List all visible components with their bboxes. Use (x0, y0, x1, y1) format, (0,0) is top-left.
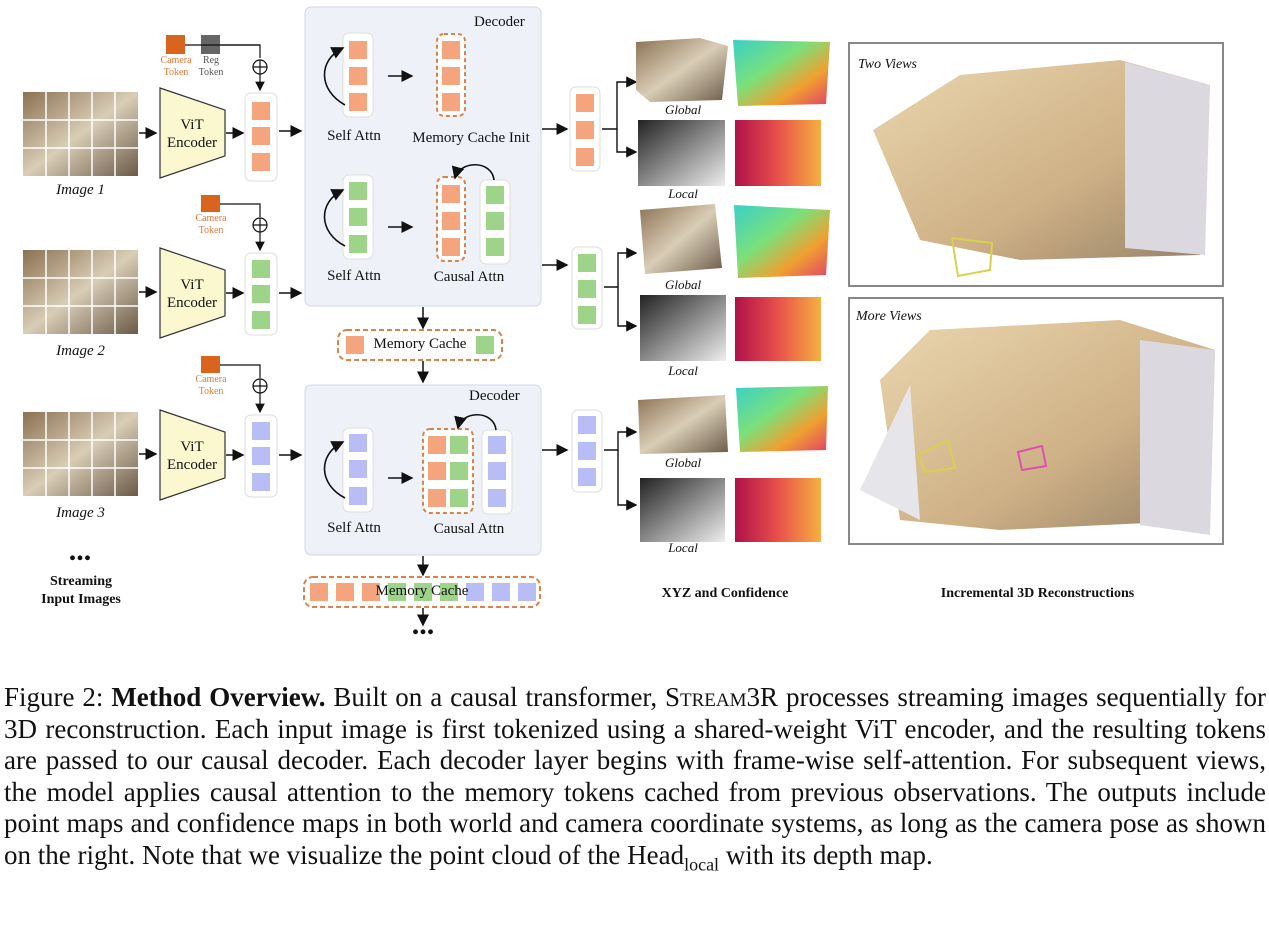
two-views-label: Two Views (858, 57, 917, 72)
camera-token-2 (201, 195, 220, 212)
caption-method-name: Stream3R (665, 682, 779, 712)
local-map-2 (640, 295, 821, 361)
reconstruction-more-views (848, 297, 1224, 545)
caption-bold: Method Overview. (111, 682, 326, 712)
token-stack-orange-1 (244, 92, 278, 182)
causal-attn-stack-1 (436, 176, 511, 265)
local-map-3 (640, 478, 821, 542)
self-attn-stack-1 (342, 32, 374, 118)
figure-caption: Figure 2: Method Overview. Built on a ca… (4, 682, 1266, 880)
incremental-recon-label: Incremental 3D Reconstructions (940, 586, 1135, 601)
decoder-title-1: Decoder (474, 14, 525, 30)
image-3-label: Image 3 (56, 505, 105, 521)
memory-cache-label-2: Memory Cache (375, 583, 469, 599)
ellipsis-1: ... (68, 534, 92, 567)
causal-attn-label-1: Causal Attn (433, 269, 505, 285)
vit-encoder-label-3: ViT Encoder (167, 439, 217, 473)
caption-text-3: with its depth map. (719, 839, 933, 870)
causal-attn-label-2: Causal Attn (433, 521, 505, 537)
global-label-1: Global (664, 102, 702, 117)
memory-cache-2 (303, 576, 541, 608)
self-attn-stack-2 (342, 174, 374, 260)
token-stack-green-1 (244, 252, 278, 336)
camera-token-1 (166, 35, 185, 54)
image-1-label: Image 1 (56, 182, 105, 198)
camera-token-label-2: Camera Token (195, 213, 227, 236)
vit-encoder-1 (159, 87, 226, 179)
camera-token-label-1: Camera Token (160, 55, 192, 78)
decoder-title-2: Decoder (469, 388, 520, 404)
ellipsis-2: ... (411, 608, 435, 641)
reg-token-label: Reg Token (198, 55, 224, 78)
memory-cache-init-label: Memory Cache Init (412, 130, 530, 146)
input-image-2 (23, 250, 138, 334)
output-token-stack-1 (569, 86, 601, 172)
vit-encoder-label-1: ViT Encoder (167, 117, 217, 151)
self-attn-label-2: Self Attn (327, 268, 381, 284)
method-diagram (23, 6, 1224, 627)
caption-head: Head (627, 839, 685, 870)
input-image-1 (23, 92, 138, 176)
global-label-3: Global (664, 455, 702, 470)
xyz-confidence-label: XYZ and Confidence (661, 586, 789, 601)
reconstruction-two-views (848, 42, 1224, 287)
memory-cache-init-stack (436, 33, 466, 117)
caption-fig: Figure 2: (4, 682, 112, 712)
self-attn-label-3: Self Attn (327, 520, 381, 536)
memory-cache-1 (337, 329, 503, 361)
global-pointmap-2 (640, 204, 830, 278)
global-label-2: Global (664, 277, 702, 292)
image-2-label: Image 2 (56, 343, 105, 359)
vit-encoder-2 (159, 247, 226, 339)
vit-encoder-3 (159, 409, 226, 501)
causal-attn-stack-2 (422, 428, 513, 515)
output-token-stack-2 (571, 246, 603, 330)
local-label-2: Local (668, 363, 698, 378)
input-image-3 (23, 412, 138, 496)
caption-sub: local (684, 853, 720, 874)
self-attn-label-1: Self Attn (327, 128, 381, 144)
camera-token-3 (201, 356, 220, 373)
self-attn-stack-3 (342, 427, 374, 513)
more-views-label: More Views (856, 309, 922, 324)
caption-text-1: Built on a causal transformer, (325, 682, 666, 712)
memory-cache-label-1: Memory Cache (373, 336, 467, 352)
global-pointmap-1 (636, 38, 830, 106)
global-pointmap-3 (638, 386, 828, 454)
local-label-3: Local (668, 540, 698, 555)
streaming-label: Streaming Input Images (41, 574, 121, 607)
camera-token-label-3: Camera Token (195, 374, 227, 397)
caption-text-2: processes streaming images sequentially … (4, 682, 1266, 870)
token-stack-blue-1 (244, 414, 278, 498)
local-map-1 (638, 120, 821, 186)
local-label-1: Local (668, 186, 698, 201)
vit-encoder-label-2: ViT Encoder (167, 277, 217, 311)
output-token-stack-3 (571, 409, 603, 493)
